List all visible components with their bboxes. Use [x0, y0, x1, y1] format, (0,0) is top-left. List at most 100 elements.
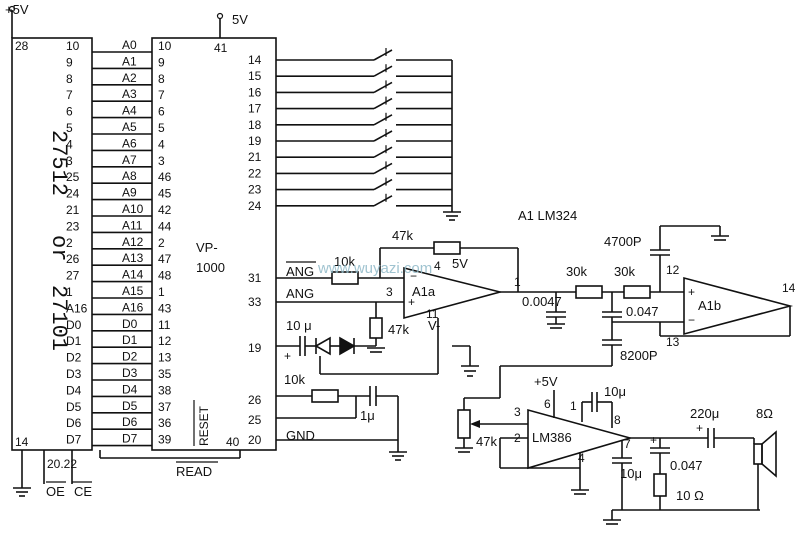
bus-signal-label: A8 — [122, 169, 137, 183]
watermark: www.wuyazi.com — [317, 260, 432, 277]
potentiometer-47k — [457, 409, 471, 439]
reset-label-group: RESET — [197, 405, 211, 446]
eprom-pin-labels: 10987654325242123226271A16D0D1D2D3D4D5D6… — [66, 39, 88, 447]
analog-input: ANG ANG 10k 3 47k A1a − + 4 11 V- 5V 1 4… — [276, 228, 540, 377]
vp-right-pin: 22 — [248, 166, 262, 180]
eprom-pin-number: 8 — [66, 72, 73, 86]
speaker-label: 8Ω — [756, 406, 773, 421]
eprom-pin-number: 21 — [66, 203, 80, 217]
power-amp: 47k 3 2 LM386 +5V 6 1 8 10μ 7 10μ 4 — [455, 374, 777, 525]
vp-pin-number: 47 — [158, 252, 172, 266]
vp-pin-number: 11 — [158, 318, 171, 332]
vp-pin-20: 20 — [248, 433, 262, 447]
vp-pin-number: 37 — [158, 400, 172, 414]
vp1000-chip: 5V 41 VP- 1000 1098765434645424424748143… — [99, 12, 277, 479]
lm386-chip — [527, 408, 633, 470]
r-10k-ang-label: 10k — [334, 254, 355, 269]
ground-icon — [711, 235, 729, 241]
r-47k-div-label: 47k — [388, 322, 409, 337]
bus-signal-label: D3 — [122, 366, 138, 380]
eprom-pin-number: D0 — [66, 318, 82, 332]
a1a-plus: + — [408, 295, 415, 309]
a1a-pin11: 11 — [426, 307, 439, 321]
eprom-pin-14: 14 — [15, 435, 29, 449]
vp-pin-number: 9 — [158, 55, 165, 69]
vp-pin-number: 46 — [158, 170, 172, 184]
lm386-pin7: 7 — [624, 437, 631, 451]
vp-right-pin: 17 — [248, 102, 262, 116]
ground-icon — [571, 489, 589, 495]
eprom-chip: +5V 28 14 27512 or 27101 109876543252421… — [5, 2, 93, 499]
bus-signal-label: A5 — [122, 120, 137, 134]
vp-pin-number: 6 — [158, 105, 165, 119]
a1b-label: A1b — [698, 298, 721, 313]
lm386-pin1: 1 — [570, 399, 577, 413]
switch-lever — [373, 49, 393, 61]
bus-signal-label: A3 — [122, 87, 137, 101]
amp-5v-label: +5V — [534, 374, 558, 389]
opamp-a1a — [403, 266, 504, 320]
opamp-a1b — [683, 276, 794, 336]
vp-pin-26: 26 — [248, 393, 262, 407]
eprom-pin-number: D4 — [66, 383, 82, 397]
ground-icon — [461, 365, 479, 377]
vp-pin-number: 12 — [158, 334, 172, 348]
switch-lever — [373, 178, 393, 191]
eprom-pin-number: 4 — [66, 137, 73, 151]
vp-pin-number: 43 — [158, 301, 172, 315]
eprom-pin-number: D7 — [66, 433, 82, 447]
eprom-pin-number: D2 — [66, 351, 82, 365]
ground-icon — [13, 487, 31, 497]
vp-right-pin: 16 — [248, 85, 262, 99]
c-1u-label: 1μ — [360, 408, 375, 423]
lm386-label: LM386 — [532, 430, 572, 445]
eprom-pin-number: 26 — [66, 252, 80, 266]
c-0047-label: 0.0047 — [522, 294, 562, 309]
switch-lever — [373, 81, 393, 94]
cap-plus-3: + — [696, 421, 703, 435]
vp-pin-number: 39 — [158, 433, 172, 447]
eprom-pin-number: D1 — [66, 334, 82, 348]
vp-pin-number: 2 — [158, 236, 165, 250]
eprom-pin-20-22: 20.22 — [47, 457, 77, 471]
switch-lever — [373, 130, 393, 142]
bus-signal-label: A1 — [122, 54, 137, 68]
vp-pin-number: 5 — [158, 121, 165, 135]
eprom-pin-number: 23 — [66, 219, 80, 233]
lm386-pin8: 8 — [614, 413, 621, 427]
c-4700p-label: 4700P — [604, 234, 642, 249]
ang-bar-label: ANG — [286, 264, 314, 279]
eprom-pin-number: 24 — [66, 187, 80, 201]
resistor-10k-26 — [311, 389, 339, 403]
vp-pin-number: 42 — [158, 203, 172, 217]
a1a-pin1: 1 — [514, 275, 521, 289]
eprom-body — [11, 37, 93, 451]
bus-signal-label: A10 — [122, 202, 144, 216]
vp-pin-number: 7 — [158, 88, 165, 102]
eprom-pin-number: A16 — [66, 301, 88, 315]
ce-label: CE — [74, 484, 92, 499]
c-220u-label: 220μ — [690, 406, 719, 421]
eprom-pin-number: 6 — [66, 105, 73, 119]
bus-signal-label: A0 — [122, 38, 137, 52]
vp-right-pin: 19 — [248, 134, 262, 148]
bus-signal-label: A7 — [122, 153, 137, 167]
a1b-pin12: 12 — [666, 263, 680, 277]
vp-pin-31: 31 — [248, 271, 262, 285]
bus-signal-label: D4 — [122, 382, 138, 396]
eprom-pin-number: 10 — [66, 39, 80, 53]
reset-network: 10k 1μ GND — [276, 372, 407, 461]
resistor-47k-feedback — [433, 241, 461, 255]
switch-lever — [373, 195, 393, 207]
diode-icon — [339, 336, 356, 356]
c-8200p-label: 8200P — [620, 348, 658, 363]
ground-icon — [603, 519, 621, 525]
a1a-label: A1a — [412, 284, 436, 299]
bus-signal-label: A15 — [122, 284, 144, 298]
vp-pin-number: 45 — [158, 187, 172, 201]
vp1000-body — [151, 37, 277, 451]
vp-pin-25: 25 — [248, 413, 262, 427]
dip-switch-bank — [276, 48, 452, 207]
oe-label: OE — [46, 484, 65, 499]
